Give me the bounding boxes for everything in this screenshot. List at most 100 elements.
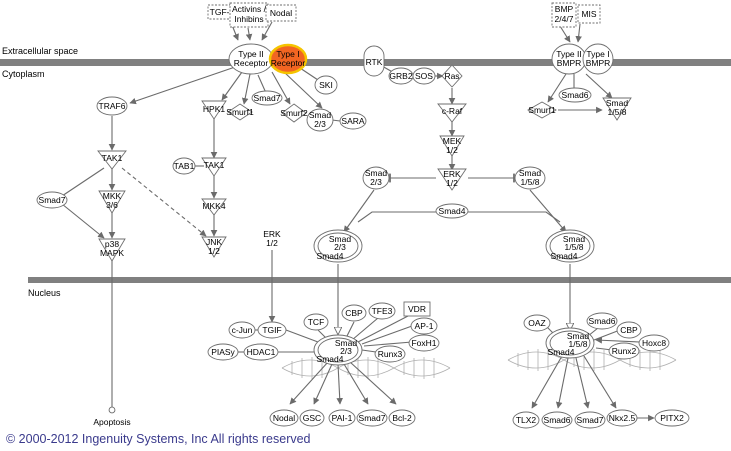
p38-mapk-node[interactable]: p38 MAPK	[98, 238, 126, 262]
apoptosis-node[interactable]: Apoptosis	[93, 417, 130, 427]
mkk4-node[interactable]: MKK4	[201, 198, 227, 216]
jnk-node[interactable]: JNK 1/2	[201, 236, 227, 258]
smad158-mid-node[interactable]: Smad 1/5/8	[514, 166, 546, 190]
target-bcl2-node[interactable]: Bcl-2	[388, 409, 416, 427]
smad158-cytoplasm-node[interactable]: Smad 1/5/8	[602, 97, 632, 121]
smad158-smad4-complex[interactable]: Smad 1/5/8 Smad4	[545, 229, 595, 263]
svg-text:Bcl-2: Bcl-2	[392, 413, 412, 423]
mek-node[interactable]: MEK 1/2	[439, 135, 465, 157]
svg-text:3/6: 3/6	[106, 200, 118, 210]
smad23-mid-node[interactable]: Smad 2/3	[362, 166, 390, 190]
svg-text:Smurf2: Smurf2	[280, 108, 308, 118]
sos-node[interactable]: SOS	[412, 67, 436, 85]
svg-text:Smurf1: Smurf1	[226, 107, 254, 117]
target-pai1-node[interactable]: PAI-1	[328, 409, 356, 427]
edge-smad-pai1	[336, 363, 343, 405]
erk-free-node[interactable]: ERK 1/2	[263, 229, 281, 248]
smurf2-node[interactable]: Smurf2	[280, 103, 308, 123]
hdac1-node[interactable]: HDAC1	[243, 343, 279, 361]
tgfb-node[interactable]: TGF-β	[207, 4, 237, 20]
oaz-node[interactable]: OAZ	[523, 314, 551, 332]
runx3-node[interactable]: Runx3	[374, 345, 406, 363]
smad23-smad4-complex[interactable]: Smad 2/3 Smad4	[313, 229, 363, 263]
svg-text:HDAC1: HDAC1	[247, 347, 276, 357]
tcf-node[interactable]: TCF	[303, 313, 329, 331]
type2-bmpr-node[interactable]: Type II BMPR	[551, 43, 587, 75]
hoxc8-node[interactable]: Hoxc8	[638, 334, 670, 352]
svg-text:TAK1: TAK1	[102, 153, 123, 163]
traf6-node[interactable]: TRAF6	[96, 96, 128, 116]
svg-text:Receptor: Receptor	[271, 58, 306, 68]
tak1-left-node[interactable]: TAK1	[97, 150, 127, 170]
svg-text:Apoptosis: Apoptosis	[93, 417, 130, 427]
target-tlx2-node[interactable]: TLX2	[512, 411, 540, 429]
type1-bmpr-node[interactable]: Type I BMPR	[582, 43, 614, 75]
target-smad7-right-node[interactable]: Smad7	[574, 411, 606, 429]
mis-node[interactable]: MIS	[577, 4, 601, 24]
target-smad6-node[interactable]: Smad6	[541, 411, 573, 429]
bmp-node[interactable]: BMP 2/4/7	[551, 2, 577, 28]
smad7-left-node[interactable]: Smad7	[36, 191, 68, 209]
tab1-node[interactable]: TAB1	[172, 157, 196, 175]
foxh1-node[interactable]: FoxH1	[408, 334, 440, 352]
type2-receptor-node[interactable]: Type II Receptor	[228, 43, 274, 75]
nodal-ligand-node[interactable]: Nodal	[265, 4, 297, 22]
edge-tgif-smad	[285, 329, 319, 343]
activins-inhibins-node[interactable]: Activins / Inhibins	[229, 2, 269, 28]
svg-text:2/3: 2/3	[314, 119, 326, 129]
svg-text:TLX2: TLX2	[516, 415, 537, 425]
rtk-node[interactable]: RTK	[363, 45, 385, 77]
mkk36-node[interactable]: MKK 3/6	[98, 190, 126, 214]
edge-activins-receptor	[245, 27, 253, 41]
svg-text:GRB2: GRB2	[389, 71, 412, 81]
smad7-cytoplasm-node[interactable]: Smad7	[251, 90, 283, 106]
svg-text:RTK: RTK	[366, 57, 383, 67]
smurf1-cytoplasm-node[interactable]: Smurf1	[226, 103, 254, 121]
sara-node[interactable]: SARA	[339, 112, 367, 130]
nuclear-smad23-smad4-complex[interactable]: Smad 2/3 Smad4	[313, 334, 363, 366]
hpk1-node[interactable]: HPK1	[201, 100, 227, 120]
nucleus-label: Nucleus	[28, 288, 61, 298]
target-gsc-node[interactable]: GSC	[299, 409, 325, 427]
smad6-cytoplasm-node[interactable]: Smad6	[558, 87, 592, 103]
target-smad7-node[interactable]: Smad7	[356, 409, 388, 427]
smurf1-right-node[interactable]: Smurf1	[527, 101, 557, 119]
erk-cytoplasm-node[interactable]: ERK 1/2	[437, 168, 467, 191]
svg-text:Smad: Smad	[365, 168, 387, 178]
target-pitx2-node[interactable]: PITX2	[654, 409, 690, 427]
tgif-node[interactable]: TGIF	[257, 321, 287, 339]
tak1-mid-node[interactable]: TAK1	[201, 157, 227, 177]
svg-text:GSC: GSC	[303, 413, 321, 423]
cbp-right-node[interactable]: CBP	[616, 321, 642, 339]
vdr-node[interactable]: VDR	[403, 301, 431, 317]
target-nkx25-node[interactable]: Nkx2.5	[606, 409, 638, 427]
dna-helix-right	[507, 349, 677, 371]
svg-text:1/2: 1/2	[266, 238, 278, 248]
c-jun-node[interactable]: c-Jun	[228, 321, 256, 339]
smad4-mid-node[interactable]: Smad4	[435, 203, 469, 219]
c-raf-node[interactable]: c-Raf	[437, 103, 467, 123]
type1-receptor-node[interactable]: Type I Receptor	[268, 43, 308, 75]
runx2-node[interactable]: Runx2	[608, 342, 640, 360]
ras-node[interactable]: Ras	[441, 64, 463, 88]
svg-text:VDR: VDR	[408, 304, 426, 314]
svg-text:CBP: CBP	[620, 325, 638, 335]
ski-node[interactable]: SKI	[314, 75, 338, 95]
edge-smad23-complex	[343, 189, 375, 233]
svg-text:SARA: SARA	[341, 116, 364, 126]
piasy-node[interactable]: PIASy	[207, 343, 239, 361]
smad23-cytoplasm-node[interactable]: Smad 2/3	[306, 108, 334, 132]
svg-text:Activins /: Activins /	[232, 4, 267, 14]
svg-text:Smad4: Smad4	[317, 354, 344, 364]
target-nodal-node[interactable]: Nodal	[269, 409, 299, 427]
cbp-left-node[interactable]: CBP	[341, 304, 367, 322]
smad6-nucleus-node[interactable]: Smad6	[586, 312, 618, 330]
edge-nodal-receptor	[261, 21, 273, 41]
grb2-node[interactable]: GRB2	[388, 67, 414, 85]
svg-text:Smad: Smad	[309, 110, 331, 120]
edge-bmpr-smurf1	[547, 73, 567, 103]
tfe3-node[interactable]: TFE3	[368, 302, 396, 320]
nuclear-smad158-smad4-complex[interactable]: Smad 1/5/8 Smad4	[545, 327, 595, 359]
ap1-node[interactable]: AP-1	[410, 317, 438, 335]
